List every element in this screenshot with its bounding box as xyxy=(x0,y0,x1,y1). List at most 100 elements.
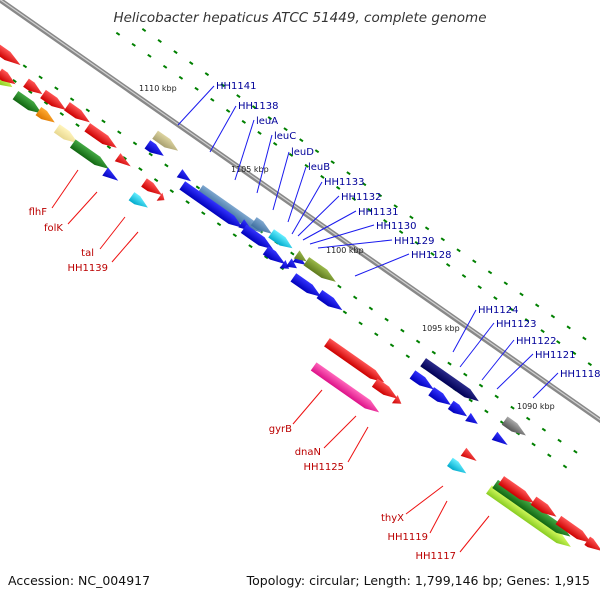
tick-mark xyxy=(409,215,414,220)
tick-label: 1095 kbp xyxy=(422,324,460,333)
tick-mark xyxy=(346,171,351,176)
tick-mark xyxy=(210,97,215,102)
gene-label: HH1121 xyxy=(535,350,576,361)
tick-mark xyxy=(352,295,358,300)
gene-arrow xyxy=(303,257,336,282)
gene-arrow xyxy=(465,412,478,424)
tick-mark xyxy=(201,211,206,216)
tick-mark xyxy=(358,321,363,326)
gene-label: HH1139 xyxy=(68,263,109,274)
tick-mark xyxy=(185,200,190,205)
lower-labels: flhF folK tal HH1139 gyrB dnaN HH1125 th… xyxy=(29,207,456,562)
gene-arrow xyxy=(197,185,263,233)
tick-mark xyxy=(169,189,175,194)
tick-mark xyxy=(299,138,304,143)
gene-arrow xyxy=(114,153,131,167)
tick-mark xyxy=(582,336,587,341)
tick-mark xyxy=(251,105,257,110)
tick-mark xyxy=(43,101,49,105)
gene-label: leuC xyxy=(274,131,296,142)
tick-mark xyxy=(571,351,577,356)
gene-label: HH1141 xyxy=(216,81,257,92)
tick-mark xyxy=(508,307,514,312)
tick-mark xyxy=(220,83,225,88)
tick-mark xyxy=(368,306,374,311)
tick-mark xyxy=(414,241,420,245)
gene-arrow xyxy=(40,89,66,111)
tick-mark xyxy=(106,145,112,150)
gene-label: HH1133 xyxy=(324,177,365,188)
gene-arrow xyxy=(102,167,119,181)
tick-mark xyxy=(153,178,159,183)
gene-label: leuD xyxy=(291,147,314,158)
tick-mark xyxy=(342,310,348,315)
tick-mark xyxy=(290,251,295,256)
tick-mark xyxy=(101,119,106,124)
gene-arrow xyxy=(69,139,109,169)
tick-mark xyxy=(477,285,482,290)
gene-arrow xyxy=(420,358,479,402)
gene-arrow xyxy=(447,400,468,417)
tick-mark xyxy=(534,303,540,308)
gene-arrow xyxy=(240,224,274,250)
gene-label: HH1123 xyxy=(496,319,537,330)
lower-label-lines xyxy=(51,169,490,553)
tick-mark xyxy=(424,226,430,231)
gene-arrow xyxy=(35,106,55,123)
tick-mark xyxy=(54,86,59,91)
gene-arrow xyxy=(290,273,322,297)
gene-arrow xyxy=(391,395,402,404)
tick-mark xyxy=(587,362,593,367)
tick-mark xyxy=(478,383,484,388)
tick-mark xyxy=(383,219,388,223)
tick-mark xyxy=(330,160,335,165)
gene-label: folK xyxy=(44,223,63,234)
tick-mark xyxy=(524,318,530,323)
gene-arrow xyxy=(53,124,79,144)
gene-label: dnaN xyxy=(295,447,321,458)
tick-mark xyxy=(415,339,421,344)
gene-arrow xyxy=(584,536,600,552)
tick-label: 1110 kbp xyxy=(139,84,177,93)
tick-mark xyxy=(267,116,273,121)
tick-mark xyxy=(288,152,294,157)
tick-mark xyxy=(225,108,231,113)
genome-backbone xyxy=(0,0,600,436)
upper-labels: HH1141 HH1138 leuA leuC leuD leuB HH1133… xyxy=(216,81,600,380)
tick-mark xyxy=(194,86,199,91)
tick-mark xyxy=(117,130,122,135)
gene-arrow xyxy=(371,378,398,399)
tick-mark xyxy=(510,405,515,410)
map-title: Helicobacter hepaticus ATCC 51449, compl… xyxy=(113,10,487,26)
gene-label: leuA xyxy=(256,116,278,127)
gene-label: HH1122 xyxy=(516,336,557,347)
gene-arrow xyxy=(447,457,467,474)
gene-arrow xyxy=(316,289,343,311)
gene-label: gyrB xyxy=(269,424,292,435)
accession-text: Accession: NC_004917 xyxy=(8,573,151,588)
tick-mark xyxy=(398,230,404,234)
gene-arrow xyxy=(486,485,571,547)
tick-mark xyxy=(573,449,578,454)
tick-mark xyxy=(236,94,241,99)
tick-mark xyxy=(132,141,138,146)
tick-mark xyxy=(204,72,210,77)
tick-mark xyxy=(447,361,452,366)
tick-mark xyxy=(393,204,398,209)
tick-mark xyxy=(367,208,372,212)
tick-mark xyxy=(241,119,247,124)
tick-mark xyxy=(361,182,367,187)
gene-label: flhF xyxy=(29,207,48,218)
tick-mark xyxy=(12,79,17,83)
tick-mark xyxy=(141,28,147,32)
gene-arrow xyxy=(428,387,451,405)
gene-label: HH1130 xyxy=(376,221,417,232)
tick-mark xyxy=(374,332,379,337)
gene-arrow xyxy=(141,178,163,196)
gene-label: thyX xyxy=(381,513,404,524)
gene-label: HH1131 xyxy=(358,207,399,218)
tick-mark xyxy=(556,340,561,345)
gene-arrow xyxy=(293,250,307,262)
tick-mark xyxy=(157,39,162,43)
